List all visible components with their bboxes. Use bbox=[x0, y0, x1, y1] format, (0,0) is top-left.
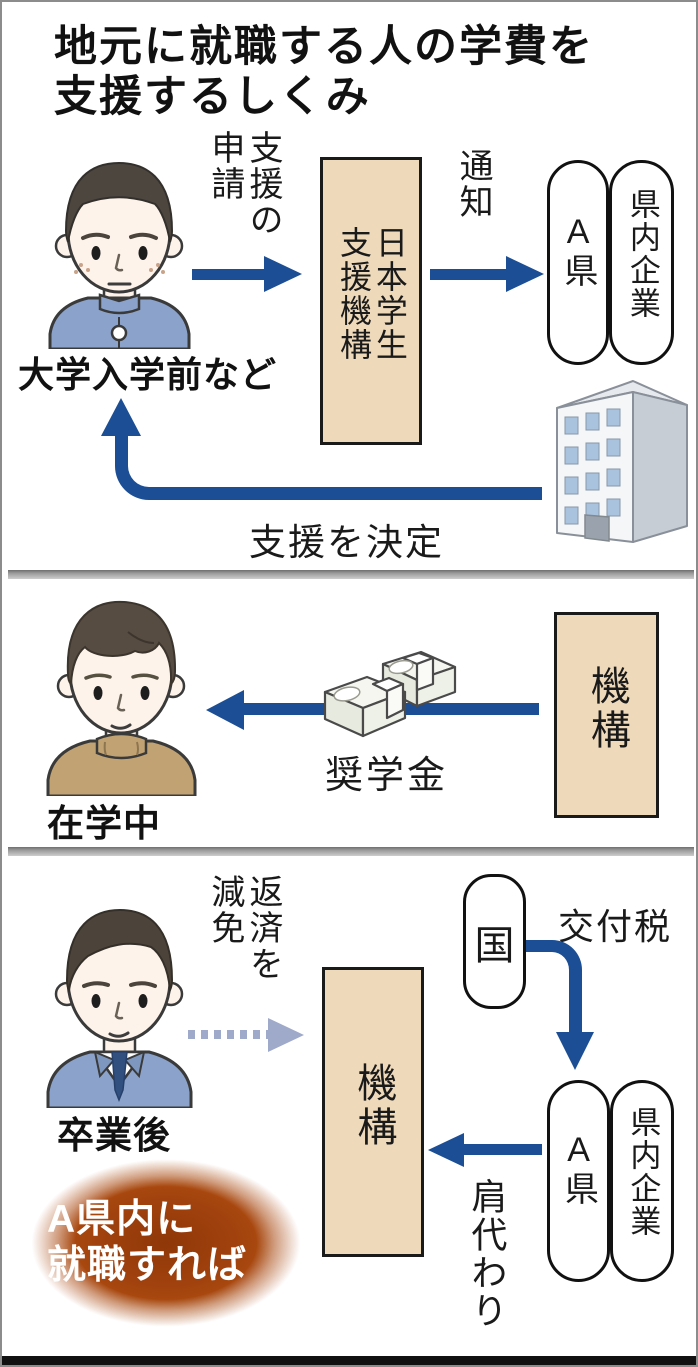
tax-label: 交付税 bbox=[558, 906, 673, 947]
apply-arrow-shaft bbox=[192, 269, 270, 280]
student-person-icon bbox=[48, 161, 191, 349]
prefecture-office-building-icon bbox=[556, 380, 688, 543]
tax-arrow-elbow bbox=[526, 940, 582, 1036]
prefecture-capsule-top: A県 bbox=[547, 160, 609, 365]
waive-dashed-arrow-head bbox=[268, 1018, 304, 1052]
company-capsule-bottom: 県内企業 bbox=[610, 1080, 674, 1282]
shoulder-arrow-head bbox=[428, 1133, 464, 1167]
nation-capsule: 国 bbox=[463, 874, 526, 1009]
jasso-box: 日本学生支援機構 bbox=[320, 157, 422, 445]
decide-arrow-head bbox=[101, 398, 141, 436]
apply-arrow-head bbox=[264, 256, 302, 292]
prefecture-capsule-bottom: A県 bbox=[547, 1080, 610, 1282]
title-line-1: 地元に就職する人の学費を bbox=[54, 23, 594, 71]
enrolled-person-icon bbox=[46, 600, 197, 796]
org-box-stage3-label: 機構 bbox=[351, 1062, 396, 1150]
page-title: 地元に就職する人の学費を 支援するしくみ bbox=[54, 22, 594, 122]
notify-arrow-head bbox=[506, 256, 544, 292]
section-divider-2 bbox=[8, 847, 694, 856]
company-capsule-bottom-label: 県内企業 bbox=[625, 1106, 661, 1238]
highlight-blob: A県内に 就職すれば bbox=[20, 1152, 312, 1334]
decide-label: 支援を決定 bbox=[249, 522, 444, 563]
notify-label: 通知 bbox=[454, 148, 493, 220]
org-box-stage3: 機構 bbox=[322, 967, 424, 1257]
stage3-person-label: 卒業後 bbox=[57, 1115, 171, 1156]
nation-capsule-label: 国 bbox=[474, 923, 515, 968]
org-box-stage2-label: 機構 bbox=[584, 665, 629, 753]
jasso-box-label: 日本学生支援機構 bbox=[336, 226, 408, 362]
org-box-stage2: 機構 bbox=[554, 612, 659, 818]
scholarship-label: 奨学金 bbox=[325, 755, 449, 797]
apply-label: 支援の申請 bbox=[205, 130, 282, 238]
shoulder-label: 肩代わり bbox=[466, 1178, 508, 1330]
prefecture-capsule-bottom-label: A県 bbox=[559, 1131, 598, 1207]
scholarship-arrow-head bbox=[206, 690, 244, 730]
highlight-line-2: 就職すれば bbox=[47, 1244, 248, 1287]
highlight-line-1: A県内に bbox=[47, 1198, 197, 1241]
title-line-2: 支援するしくみ bbox=[54, 73, 371, 121]
stage2-person-label: 在学中 bbox=[47, 803, 161, 844]
notify-arrow-shaft bbox=[430, 269, 510, 280]
section-divider-1 bbox=[8, 570, 694, 579]
company-capsule-top: 県内企業 bbox=[609, 160, 674, 365]
shoulder-arrow-shaft bbox=[464, 1144, 542, 1155]
company-capsule-top-label: 県内企業 bbox=[624, 187, 660, 320]
decide-arrow-elbow bbox=[115, 435, 542, 500]
money-bundle-icon bbox=[323, 650, 457, 738]
waive-label: 返済を減免 bbox=[205, 874, 282, 982]
prefecture-capsule-top-label: A県 bbox=[559, 212, 598, 289]
tax-arrow-head bbox=[556, 1032, 594, 1070]
stage1-person-label: 大学入学前など bbox=[18, 354, 278, 395]
waive-dashed-arrow-shaft bbox=[188, 1030, 268, 1039]
bottom-bar bbox=[2, 1356, 696, 1365]
graduate-person-icon bbox=[46, 908, 193, 1108]
